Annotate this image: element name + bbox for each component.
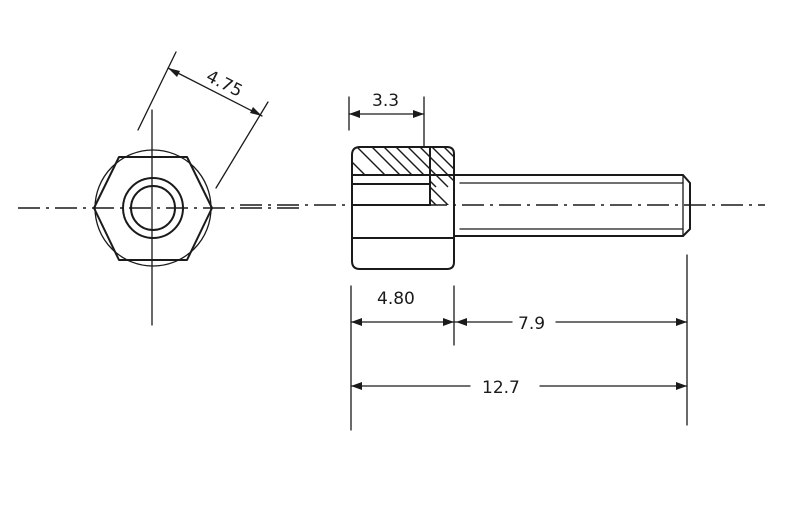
hex-dim-arrow-left bbox=[168, 68, 180, 77]
dim-7-9-arrow-right bbox=[676, 318, 687, 326]
hex-outline bbox=[93, 156, 213, 261]
hex-extension-line-right bbox=[215, 101, 269, 189]
hex-dimension-line bbox=[167, 67, 263, 117]
dim-4-80-arrow-left bbox=[351, 318, 362, 326]
dim-12-7-arrow-left bbox=[351, 382, 362, 390]
dim-3-3-arrow-left bbox=[349, 110, 360, 118]
dim-3-3-arrow-right bbox=[413, 110, 424, 118]
side-view: 3.3 4.80 7.9 12.7 bbox=[240, 91, 765, 431]
shaft-length-label: 7.9 bbox=[518, 314, 545, 334]
hex-dim-arrow-right bbox=[250, 107, 262, 116]
hex-extension-line-left bbox=[137, 51, 177, 131]
hex-end-view: 4.75 bbox=[18, 51, 300, 326]
bore-outer-circle bbox=[122, 177, 184, 239]
head-outline bbox=[351, 146, 455, 270]
dim-7-9-arrow-left bbox=[456, 318, 467, 326]
bore-inner-circle bbox=[130, 185, 176, 231]
dim-4-80-arrow-right bbox=[443, 318, 454, 326]
inner-depth-label: 3.3 bbox=[372, 91, 399, 111]
dim-12-7-arrow-right bbox=[676, 382, 687, 390]
hex-chamfer-circle bbox=[94, 149, 212, 267]
shaft-outline bbox=[453, 174, 691, 237]
total-length-label: 12.7 bbox=[482, 378, 520, 398]
section-hatching bbox=[352, 147, 454, 205]
head-length-label: 4.80 bbox=[377, 289, 415, 309]
